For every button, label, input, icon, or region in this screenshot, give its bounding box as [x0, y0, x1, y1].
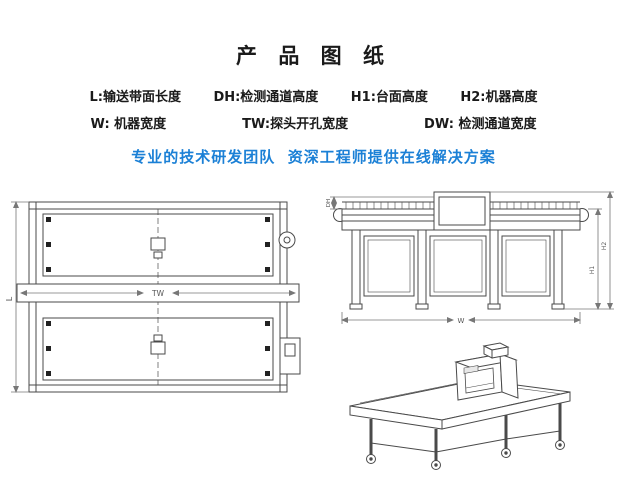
cross-brace: [370, 442, 437, 453]
dim-label-L: L: [5, 296, 14, 301]
belt-lacing-bottom: [150, 341, 166, 355]
dimension-legend-row2: W: 机器宽度 TW:探头开孔宽度 DW: 检测通道宽度: [91, 113, 537, 132]
dimension-legend-row1: L:输送带面长度 DH:检测通道高度 H1:台面高度 H2:机器高度: [90, 86, 538, 105]
foot: [415, 303, 429, 310]
control-unit-side: [491, 346, 509, 359]
bottom-panel: [42, 317, 274, 381]
top-panel: [42, 213, 274, 277]
top-view-dimensions: [11, 201, 296, 393]
leg: [553, 229, 563, 305]
top-view-svg: L TW: [5, 201, 301, 393]
legend-probe-opening-width: TW:探头开孔宽度: [242, 117, 349, 132]
belt-lacing-top: [150, 237, 166, 251]
hand-wheel: [278, 231, 296, 249]
drawing-isometric-view: [338, 328, 593, 482]
bay-panel: [501, 235, 551, 297]
detector-aperture: [438, 196, 486, 226]
cross-brace: [435, 438, 507, 453]
foot: [487, 303, 501, 310]
front-view-svg: DH H2 H1 W: [326, 191, 614, 325]
dim-label-W: W: [458, 317, 465, 325]
detector-head: [433, 191, 491, 231]
legend-belt-length: L:输送带面长度: [89, 90, 181, 105]
cross-brace: [505, 430, 561, 440]
leg: [417, 229, 427, 305]
legend-table-height: H1:台面高度: [350, 90, 428, 105]
iso-legs: [369, 403, 562, 461]
legend-machine-width: W: 机器宽度: [90, 117, 167, 132]
front-view-machine: [333, 191, 589, 310]
slogan: 专业的技术研发团队 资深工程师提供在线解决方案: [131, 148, 496, 166]
iso-machine: [349, 342, 571, 470]
foot: [349, 303, 363, 310]
bay-panel: [429, 235, 487, 297]
drawing-conveyor-top-view: L TW: [5, 192, 310, 411]
control-display: [463, 365, 479, 374]
iso-view-svg: [349, 342, 571, 470]
dim-label-H1: H1: [589, 266, 596, 275]
dim-label-H2: H2: [601, 242, 608, 251]
legend-channel-width: DW: 检测通道宽度: [424, 117, 537, 132]
drawing-front-elevation: DH H2 H1 W: [322, 188, 622, 334]
bay-panel: [363, 235, 415, 297]
foot: [551, 303, 565, 310]
leg: [351, 229, 361, 305]
dim-label-DH: DH: [326, 199, 332, 207]
leg: [489, 229, 499, 305]
front-view-dimensions: [330, 191, 614, 324]
bolt-squares: [46, 217, 270, 376]
dim-label-TW: TW: [151, 289, 165, 298]
legend-machine-height: H2:机器高度: [460, 90, 538, 105]
page-title: 产 品 图 纸: [236, 44, 391, 68]
head-right-face: [499, 353, 519, 399]
legend-channel-height: DH:检测通道高度: [213, 90, 319, 105]
bed-left-face: [349, 405, 443, 430]
